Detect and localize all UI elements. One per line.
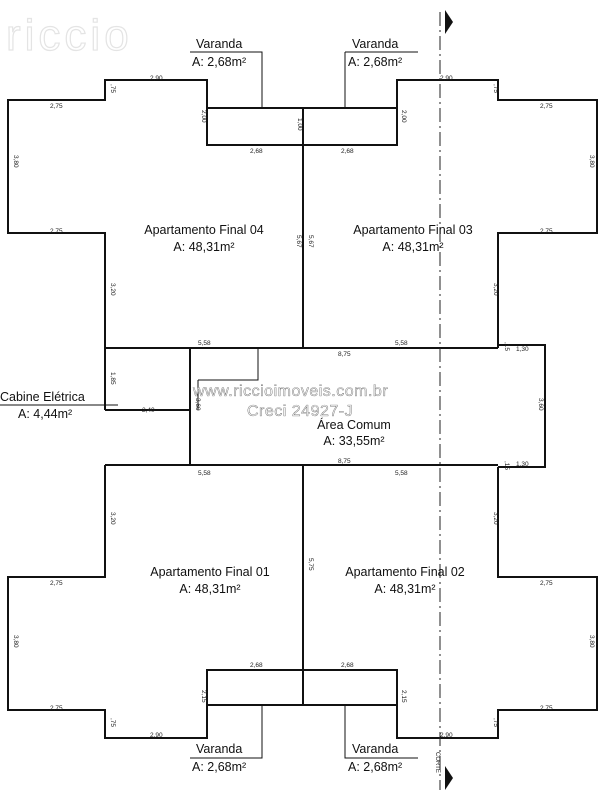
dim-label: 8,75 — [338, 351, 351, 358]
room-name-varanda-tr: Varanda — [352, 37, 398, 51]
room-name-comum: Área Comum — [317, 417, 391, 432]
room-area-apto04: A: 48,31m² — [173, 240, 234, 254]
dim-label: 2,75 — [540, 705, 553, 712]
dim-label: 3,20 — [109, 283, 116, 296]
room-name-apto04: Apartamento Final 04 — [144, 223, 264, 237]
leader-varanda-tl — [190, 51, 263, 108]
room-name-varanda-br: Varanda — [352, 742, 398, 756]
dim-label: ,75 — [492, 84, 499, 93]
outline-right-comum — [498, 344, 546, 468]
dim-label: 2,40 — [142, 407, 155, 414]
room-name-apto01: Apartamento Final 01 — [150, 565, 270, 579]
dim-label: ,75 — [109, 718, 116, 727]
dim-label: 2,90 — [150, 732, 163, 739]
room-name-cabine: Cabine Elétrica — [0, 390, 85, 404]
dim-label: 2,15 — [200, 690, 207, 703]
dim-label: 2,75 — [50, 103, 63, 110]
dim-label: 2,75 — [50, 228, 63, 235]
room-area-apto02: A: 48,31m² — [374, 582, 435, 596]
dim-label: 2,75 — [540, 228, 553, 235]
dim-label: 2,90 — [440, 732, 453, 739]
dim-label: 5,58 — [395, 340, 408, 347]
watermark-creci: Creci 24927-J — [247, 403, 353, 420]
dim-label: 5,67 — [295, 235, 302, 248]
room-area-varanda-tr: A: 2,68m² — [348, 55, 402, 69]
dim-label: ,75 — [492, 718, 499, 727]
dim-label: 1,30 — [516, 461, 529, 468]
section-label: CORTE — [434, 752, 440, 773]
room-area-comum: A: 33,55m² — [323, 434, 384, 448]
dim-label: 2,75 — [50, 705, 63, 712]
watermark-site: www.riccioimoveis.com.br — [192, 383, 388, 400]
section-arrow-top-icon — [445, 10, 453, 34]
dim-label: 5,58 — [395, 470, 408, 477]
room-area-varanda-bl: A: 2,68m² — [192, 760, 246, 774]
dim-label: 3,80 — [588, 635, 595, 648]
dim-label: 3,80 — [12, 635, 19, 648]
dim-label: 1,00 — [296, 118, 303, 131]
dim-label: 2,90 — [440, 75, 453, 82]
dim-label: 5,75 — [307, 558, 314, 571]
dim-label: 3,80 — [12, 155, 19, 168]
dim-label: 5,67 — [307, 235, 314, 248]
leader-varanda-br — [344, 705, 418, 759]
room-area-cabine: A: 4,44m² — [18, 407, 72, 421]
room-name-apto02: Apartamento Final 02 — [345, 565, 465, 579]
dim-label: 3,60 — [537, 398, 544, 411]
dim-label: 2,00 — [400, 110, 407, 123]
dim-label: 5,58 — [198, 470, 211, 477]
dim-label: 2,68 — [250, 662, 263, 669]
dim-label: ,15 — [503, 342, 510, 351]
dim-label: 2,75 — [50, 580, 63, 587]
dim-label: 2,90 — [150, 75, 163, 82]
dim-label: 5,58 — [198, 340, 211, 347]
dim-label: 2,68 — [341, 662, 354, 669]
wall-comum-inner — [198, 348, 259, 381]
dim-label: 3,60 — [194, 398, 201, 411]
dim-label: 2,00 — [200, 110, 207, 123]
room-name-varanda-bl: Varanda — [196, 742, 242, 756]
watermark-logo: riccio — [6, 11, 133, 60]
dim-label: 2,68 — [250, 148, 263, 155]
room-name-varanda-tl: Varanda — [196, 37, 242, 51]
dim-label: ,75 — [109, 84, 116, 93]
dim-label: 3,20 — [492, 283, 499, 296]
room-area-apto01: A: 48,31m² — [179, 582, 240, 596]
dim-label: 3,20 — [109, 512, 116, 525]
room-area-apto03: A: 48,31m² — [382, 240, 443, 254]
dim-label: 8,75 — [338, 458, 351, 465]
dim-label: 1,85 — [109, 372, 116, 385]
section-arrow-bottom-icon — [445, 766, 453, 790]
dim-label: 2,75 — [540, 580, 553, 587]
dim-label: 2,75 — [540, 103, 553, 110]
leader-varanda-bl — [190, 705, 263, 759]
dim-label: 3,20 — [492, 512, 499, 525]
dim-label: 2,15 — [400, 690, 407, 703]
room-area-varanda-br: A: 2,68m² — [348, 760, 402, 774]
dim-label: 2,68 — [341, 148, 354, 155]
dim-label: 1,30 — [516, 346, 529, 353]
room-area-varanda-tl: A: 2,68m² — [192, 55, 246, 69]
dim-label: ,15 — [503, 461, 510, 470]
room-name-apto03: Apartamento Final 03 — [353, 223, 473, 237]
dim-label: 3,80 — [588, 155, 595, 168]
